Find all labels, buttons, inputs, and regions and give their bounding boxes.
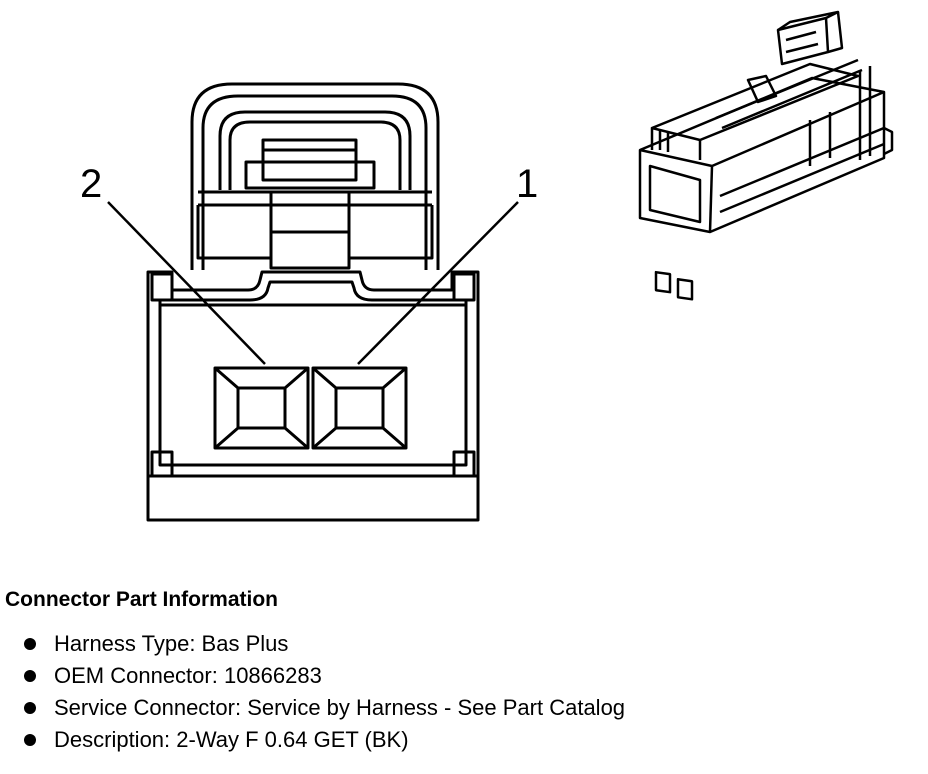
list-item-text: Service Connector: Service by Harness - … xyxy=(54,695,626,720)
bullet-icon xyxy=(24,638,36,650)
list-item-oem-connector: OEM Connector: 10866283 xyxy=(5,660,905,692)
list-item-service-connector: Service Connector: Service by Harness - … xyxy=(5,692,905,724)
info-list: Harness Type: Bas Plus OEM Connector: 10… xyxy=(5,628,905,756)
connector-part-information: Connector Part Information Harness Type:… xyxy=(5,586,905,756)
list-item-harness-type: Harness Type: Bas Plus xyxy=(5,628,905,660)
bullet-icon xyxy=(24,734,36,746)
list-item-text: Description: 2-Way F 0.64 GET (BK) xyxy=(54,727,409,752)
connector-diagram: 2 1 xyxy=(80,10,894,522)
bullet-icon xyxy=(24,702,36,714)
connector-body xyxy=(146,270,480,522)
connector-isometric-view xyxy=(638,10,894,301)
terminal-cavity-1 xyxy=(311,366,408,450)
list-item-text: Harness Type: Bas Plus xyxy=(54,631,289,656)
list-item-text: OEM Connector: 10866283 xyxy=(54,663,322,688)
pin-label-1: 1 xyxy=(516,162,538,206)
terminal-cavity-2 xyxy=(213,366,310,450)
connector-latch xyxy=(190,82,440,270)
list-item-description: Description: 2-Way F 0.64 GET (BK) xyxy=(5,724,905,756)
section-title: Connector Part Information xyxy=(5,588,279,611)
bullet-icon xyxy=(24,670,36,682)
leader-line-pin-1 xyxy=(357,201,519,365)
leader-line-pin-2 xyxy=(107,201,266,365)
pin-label-2: 2 xyxy=(80,162,102,206)
